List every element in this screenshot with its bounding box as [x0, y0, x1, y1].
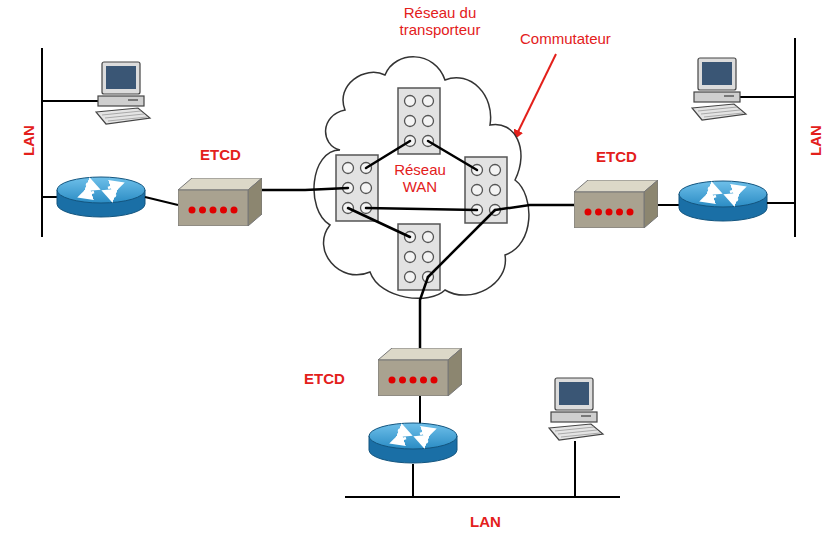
network-label: Réseau WAN: [387, 161, 453, 195]
wan-link: [262, 189, 305, 192]
etcd-device: [178, 178, 262, 226]
etcd-box: [378, 348, 462, 396]
etcd-box: [178, 178, 262, 226]
device-label: ETCD: [596, 148, 637, 165]
etcd-node: ETCD: [296, 346, 466, 402]
device-label: ETCD: [200, 146, 241, 163]
wan-link: [530, 204, 574, 207]
wan-cloud: Réseau du transporteurRéseau WAN: [305, 0, 530, 300]
cloud-outline: [305, 0, 530, 300]
lan-label: LAN: [807, 125, 824, 156]
wan-link: [419, 300, 422, 348]
network-title: Réseau du transporteur: [375, 4, 505, 38]
etcd-node: ETCD: [170, 144, 270, 228]
etcd-device: [574, 180, 658, 228]
callout-label: Commutateur: [520, 30, 611, 47]
device-label: ETCD: [304, 370, 345, 387]
lan-label: LAN: [470, 513, 501, 530]
etcd-box: [574, 180, 658, 228]
lan-label: LAN: [20, 125, 37, 156]
etcd-device: [378, 348, 462, 396]
etcd-node: ETCD: [566, 146, 666, 230]
